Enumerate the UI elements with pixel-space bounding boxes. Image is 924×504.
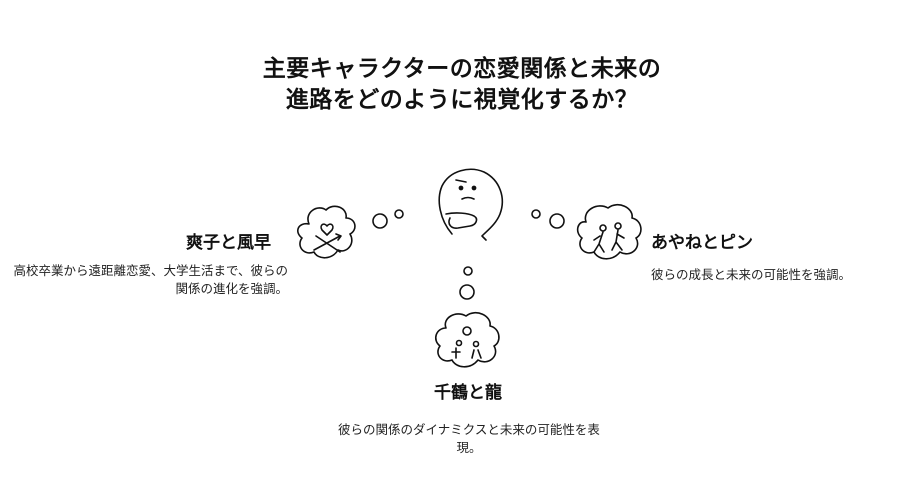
- diagram-title: 主要キャラクターの恋愛関係と未来の進路をどのように視覚化するか？: [262, 56, 662, 113]
- heart-crossed-arrows-icon: [297, 205, 356, 259]
- option-description-chizuru-ryu: 彼らの関係のダイナミクスと未来の可能性を表現。: [338, 422, 600, 455]
- option-title-ayane-pin: あやねとピン: [651, 233, 753, 253]
- option-title-sawako-kazehaya: 爽子と風早: [186, 233, 271, 253]
- couple-icon: [434, 311, 500, 368]
- walking-people-icon: [576, 203, 642, 260]
- option-description-sawako-kazehaya: 高校卒業から遠距離恋愛、大学生活まで、彼らの関係の進化を強調。: [13, 263, 288, 296]
- thinking-face-icon: [438, 168, 504, 241]
- option-title-chizuru-ryu: 千鶴と龍: [434, 383, 502, 403]
- option-description-ayane-pin: 彼らの成長と未来の可能性を強調。: [651, 267, 852, 282]
- thought-bubbles: [372, 209, 565, 300]
